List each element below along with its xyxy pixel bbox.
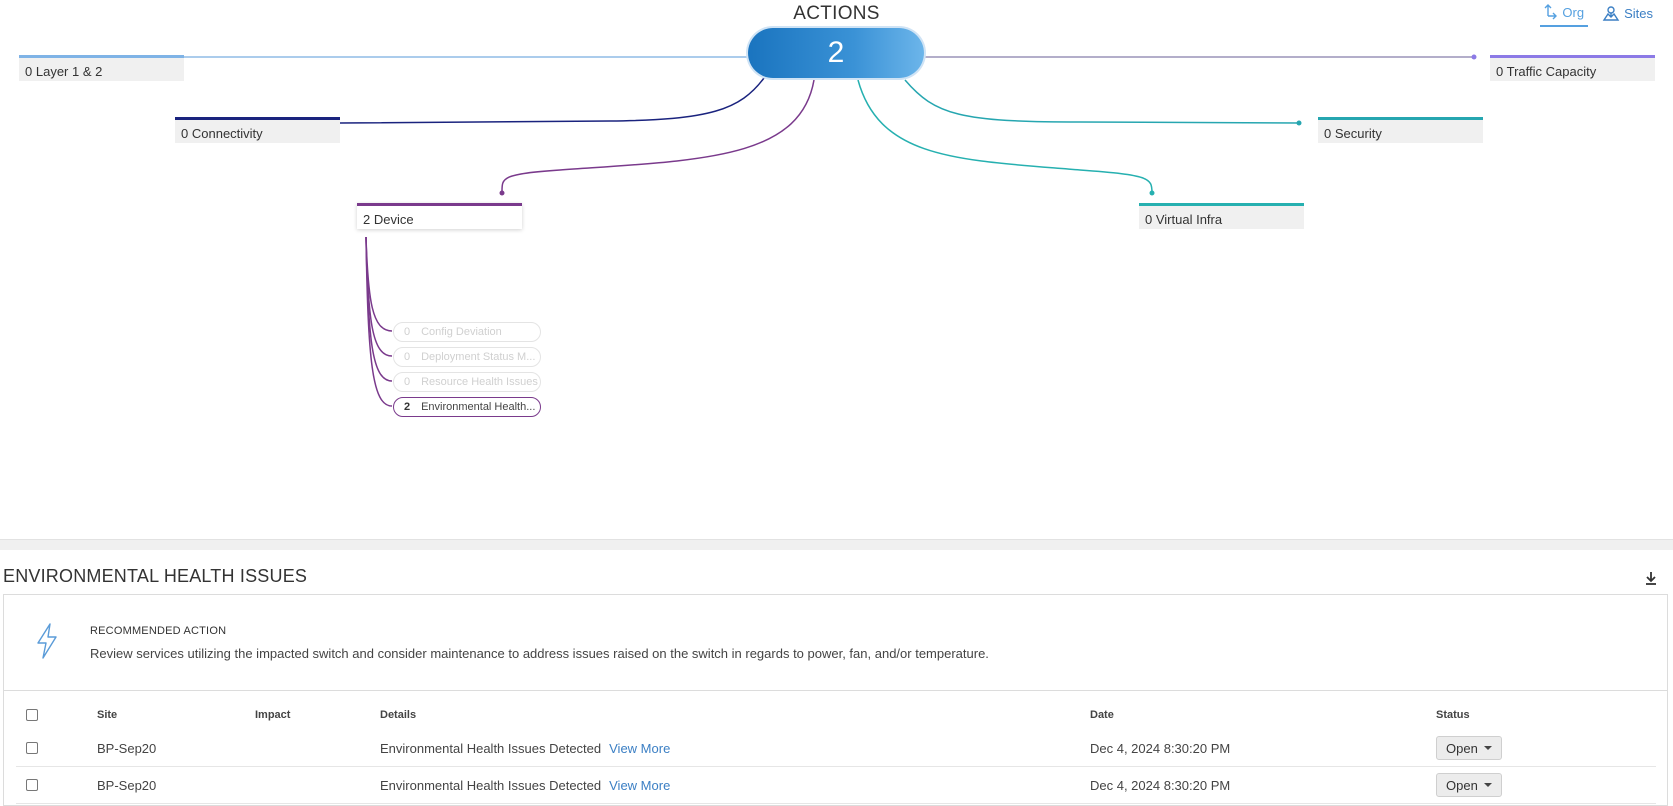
org-icon xyxy=(1544,4,1558,20)
connector-sub-environmental xyxy=(365,236,393,407)
subcategory-label: Resource Health Issues xyxy=(421,376,538,388)
subcategory-count: 0 xyxy=(403,326,411,338)
section-title: ENVIRONMENTAL HEALTH ISSUES xyxy=(3,566,308,586)
row-site: BP-Sep20 xyxy=(97,740,157,756)
row-checkbox[interactable] xyxy=(26,742,38,754)
recommended-action-block: RECOMMENDED ACTION Review services utili… xyxy=(4,595,1667,691)
connector-dot-device xyxy=(499,190,505,196)
column-header-date[interactable]: Date xyxy=(1090,709,1114,721)
subcategory-label: Environmental Health... xyxy=(421,401,536,413)
section-separator xyxy=(0,539,1673,550)
category-security-count: 0 xyxy=(1324,126,1332,141)
category-device[interactable]: 2 Device xyxy=(357,203,522,229)
subcategory-config-deviation[interactable]: 0 Config Deviation xyxy=(393,322,541,342)
category-virtual-infra[interactable]: 0 Virtual Infra xyxy=(1139,203,1304,229)
subcategory-label: Config Deviation xyxy=(421,326,502,338)
connector-device xyxy=(501,79,815,194)
status-dropdown-label: Open xyxy=(1446,740,1478,756)
select-all-cell xyxy=(26,700,38,730)
lightning-bolt-icon xyxy=(37,623,57,659)
subcategory-count: 2 xyxy=(403,401,411,413)
issues-table: Site Impact Details Date Status BP-Sep20… xyxy=(16,700,1656,804)
category-layer12-label: Layer 1 & 2 xyxy=(35,64,103,79)
column-header-site[interactable]: Site xyxy=(97,709,118,721)
category-traffic-count: 0 xyxy=(1496,64,1504,79)
view-more-link[interactable]: View More xyxy=(609,777,671,793)
row-details-text: Environmental Health Issues Detected xyxy=(380,740,602,756)
status-dropdown-label: Open xyxy=(1446,777,1478,793)
row-details: Environmental Health Issues Detected Vie… xyxy=(380,767,670,803)
row-select-cell xyxy=(26,767,38,803)
category-device-label: Device xyxy=(373,212,414,227)
connector-virtual-infra xyxy=(857,79,1153,194)
view-tabs: Org Sites xyxy=(1540,4,1657,27)
caret-down-icon xyxy=(1483,746,1492,750)
row-site: BP-Sep20 xyxy=(97,777,157,793)
row-details-text: Environmental Health Issues Detected xyxy=(380,777,602,793)
category-layer12-count: 0 xyxy=(25,64,33,79)
row-date: Dec 4, 2024 8:30:20 PM xyxy=(1090,777,1231,793)
category-device-count: 2 xyxy=(363,212,371,227)
select-all-checkbox[interactable] xyxy=(26,709,38,721)
subcategory-deployment-status[interactable]: 0 Deployment Status M... xyxy=(393,347,541,367)
row-date: Dec 4, 2024 8:30:20 PM xyxy=(1090,740,1231,756)
row-checkbox[interactable] xyxy=(26,779,38,791)
status-dropdown[interactable]: Open xyxy=(1436,773,1502,797)
category-connectivity-count: 0 xyxy=(181,126,189,141)
tab-org[interactable]: Org xyxy=(1540,4,1589,27)
column-header-details[interactable]: Details xyxy=(380,709,417,721)
category-connectivity[interactable]: 0 Connectivity xyxy=(175,117,340,143)
tab-sites-label: Sites xyxy=(1624,5,1653,21)
subcategory-label: Deployment Status M... xyxy=(421,351,536,363)
caret-down-icon xyxy=(1483,783,1492,787)
column-header-impact[interactable]: Impact xyxy=(255,709,291,721)
category-traffic[interactable]: 0 Traffic Capacity xyxy=(1490,55,1655,81)
actions-tree-connectors xyxy=(184,54,1477,407)
view-more-link[interactable]: View More xyxy=(609,740,671,756)
subcategory-count: 0 xyxy=(403,376,411,388)
recommended-action-title: RECOMMENDED ACTION xyxy=(90,625,227,637)
tab-sites[interactable]: Sites xyxy=(1598,4,1657,27)
table-row: BP-Sep20 Environmental Health Issues Det… xyxy=(16,767,1656,804)
connector-connectivity xyxy=(339,77,765,124)
total-actions-count[interactable]: 2 xyxy=(748,28,924,78)
connector-dot-traffic xyxy=(1471,54,1477,60)
recommended-action-text: Review services utilizing the impacted s… xyxy=(90,646,989,661)
subcategory-count: 0 xyxy=(403,351,411,363)
category-virtual-infra-count: 0 xyxy=(1145,212,1153,227)
row-status-cell: Open xyxy=(1436,730,1502,766)
actions-title: ACTIONS xyxy=(793,3,880,24)
issues-panel: RECOMMENDED ACTION Review services utili… xyxy=(3,594,1668,806)
row-status-cell: Open xyxy=(1436,767,1502,803)
sites-icon xyxy=(1602,6,1620,21)
category-security[interactable]: 0 Security xyxy=(1318,117,1483,143)
download-icon[interactable] xyxy=(1643,570,1659,586)
category-virtual-infra-label: Virtual Infra xyxy=(1155,212,1223,227)
connector-security xyxy=(904,79,1300,124)
category-connectivity-label: Connectivity xyxy=(191,126,263,141)
table-header-row: Site Impact Details Date Status xyxy=(16,700,1656,730)
subcategory-environmental-health[interactable]: 2 Environmental Health... xyxy=(393,397,541,417)
category-layer12[interactable]: 0 Layer 1 & 2 xyxy=(19,55,184,81)
column-header-status[interactable]: Status xyxy=(1436,709,1470,721)
table-row: BP-Sep20 Environmental Health Issues Det… xyxy=(16,730,1656,767)
tab-org-label: Org xyxy=(1562,4,1585,20)
row-details: Environmental Health Issues Detected Vie… xyxy=(380,730,670,766)
row-select-cell xyxy=(26,730,38,766)
subcategory-resource-health[interactable]: 0 Resource Health Issues xyxy=(393,372,541,392)
connector-dot-security xyxy=(1296,120,1302,126)
category-security-label: Security xyxy=(1334,126,1382,141)
category-traffic-label: Traffic Capacity xyxy=(1506,64,1597,79)
status-dropdown[interactable]: Open xyxy=(1436,736,1502,760)
connector-dot-virtual-infra xyxy=(1149,190,1155,196)
